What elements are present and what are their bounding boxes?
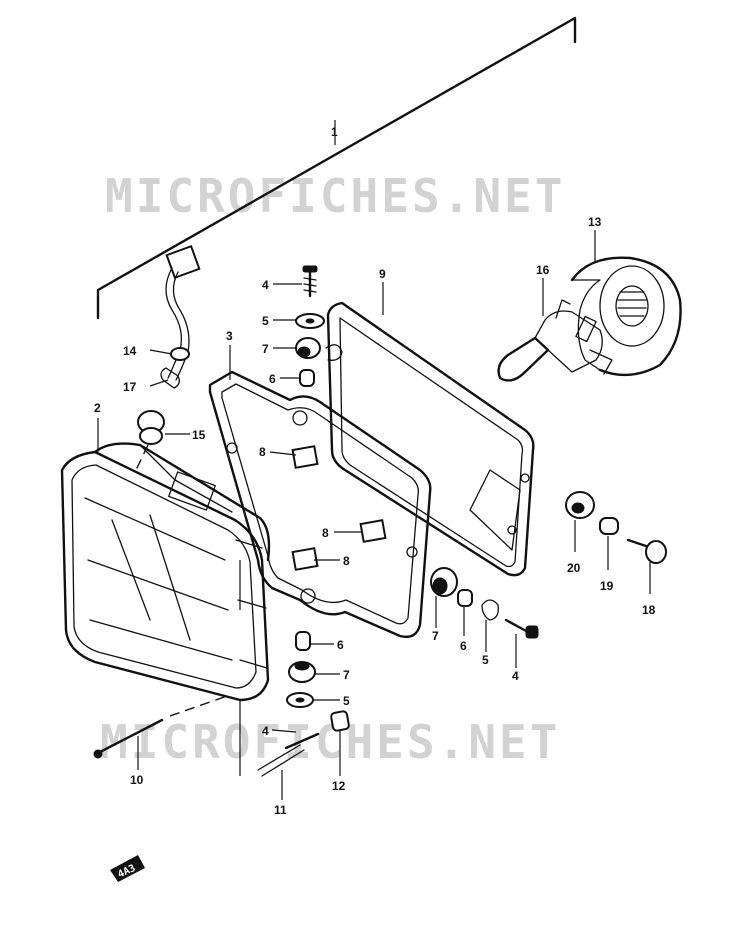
callout-16: 16 [536,263,550,277]
watermark-bottom: MICROFICHES.NET [100,715,560,769]
mounting-frame [208,370,432,639]
callout-7-right: 7 [432,629,439,643]
callout-5-right: 5 [482,653,489,667]
callout-5-top: 5 [262,314,269,328]
callout-4-bottom: 4 [262,724,269,738]
callout-9: 9 [379,267,386,281]
callout-4-right: 4 [512,669,519,683]
top-fasteners [295,265,325,387]
headlamp-unit [60,442,271,702]
callout-8-c: 8 [343,554,350,568]
watermark-top: MICROFICHES.NET [105,169,565,223]
callout-10: 10 [130,773,144,787]
callout-12: 12 [332,779,346,793]
callout-3: 3 [226,329,233,343]
leader-lines [97,230,651,800]
callout-8-a: 8 [259,445,266,459]
callout-15: 15 [192,428,206,442]
callout-5-bottom: 5 [343,694,350,708]
callout-6-bottom: 6 [337,638,344,652]
callout-6-top: 6 [269,372,276,386]
callout-13: 13 [588,215,602,229]
callout-19: 19 [600,579,614,593]
rear-mount-hardware [565,491,667,564]
socket-cover [570,256,682,377]
callout-labels: 1 2 3 9 13 16 4 5 7 6 14 17 15 8 8 8 20 … [94,125,656,817]
callout-14: 14 [123,344,137,358]
callout-11: 11 [274,803,287,817]
callout-1: 1 [331,125,338,139]
callout-20: 20 [567,561,581,575]
callout-6-right: 6 [460,639,467,653]
assembly-bracket [96,16,577,320]
callout-4-top: 4 [262,278,269,292]
corner-mark: 4A3 [110,855,145,882]
bottom-fasteners [93,631,350,777]
callout-2: 2 [94,401,101,415]
right-fasteners [430,567,539,639]
callout-7-bottom: 7 [343,668,350,682]
rear-shell [325,301,535,577]
grommet [135,410,165,471]
callout-7-top: 7 [262,342,269,356]
callout-17: 17 [123,380,137,394]
wiring-harness [160,244,201,389]
headlamp-bulb [497,299,613,382]
adjuster-nuts [291,445,387,571]
callout-18: 18 [642,603,656,617]
callout-8-b: 8 [322,526,329,540]
